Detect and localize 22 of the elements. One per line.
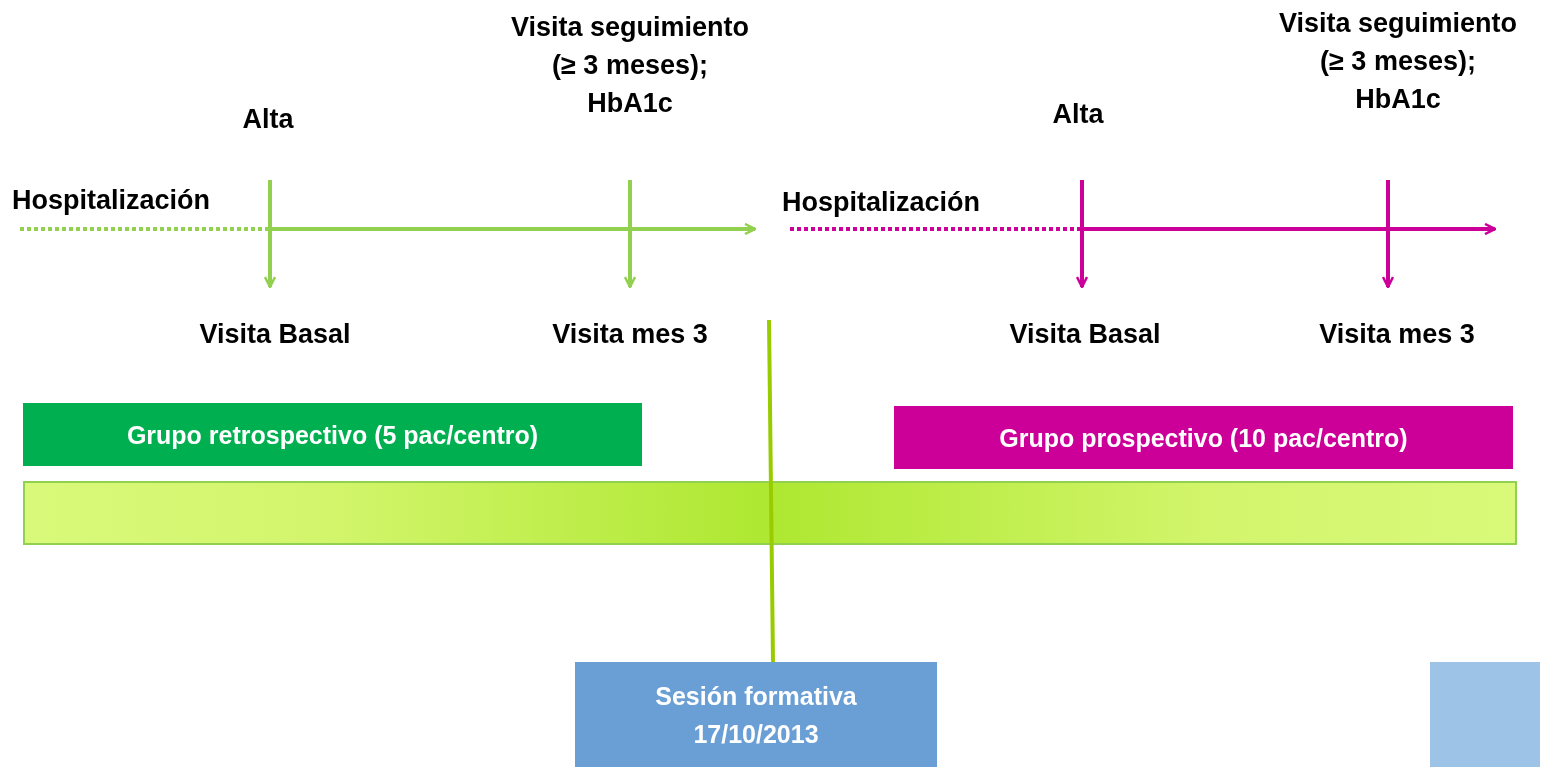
arrow: [263, 180, 277, 289]
arrow: [623, 180, 637, 289]
arrow: [1381, 180, 1395, 289]
timeline-arrow: [1082, 222, 1497, 236]
timeline-arrow: [270, 222, 757, 236]
timeline-label: Hospitalización: [782, 183, 1032, 221]
arrow: [1075, 180, 1089, 289]
gradient-bar: [23, 481, 1517, 545]
timeline-label: Visita mes 3: [520, 315, 740, 353]
timeline-label: Visita seguimiento (≥ 3 meses); HbA1c: [1276, 4, 1520, 118]
timeline-label: Alta: [208, 100, 328, 138]
timeline-label: Visita Basal: [165, 315, 385, 353]
timeline-label: Visita mes 3: [1287, 315, 1507, 353]
group-box: Grupo retrospectivo (5 pac/centro): [23, 403, 642, 466]
timeline-label: Visita Basal: [975, 315, 1195, 353]
plain-box: [1430, 662, 1540, 767]
timeline-label: Hospitalización: [12, 181, 262, 219]
timeline-label: Visita seguimiento (≥ 3 meses); HbA1c: [508, 8, 752, 122]
timeline-label: Alta: [1018, 95, 1138, 133]
group-box: Grupo prospectivo (10 pac/centro): [894, 406, 1513, 469]
group-box: Sesión formativa 17/10/2013: [575, 662, 937, 767]
connector-line: [767, 319, 775, 663]
